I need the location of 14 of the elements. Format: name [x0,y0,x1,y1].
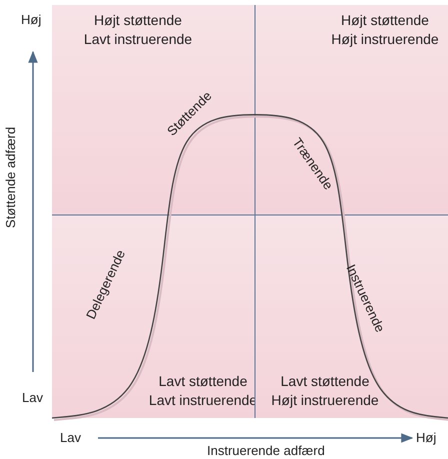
quadrant-panel [52,5,255,215]
axis-tick-label: Lav [60,430,81,445]
axis-title: Støttende adfærd [3,126,18,228]
quadrant-text: Lavt støttende Lavt instruerende [148,372,258,410]
axis-title: Instruerende adfærd [207,443,325,458]
quadrant-text: Højt støttende Lavt instruerende [82,11,194,49]
axis-tick-label: Høj [416,430,436,445]
quadrant-panel [255,5,448,215]
quadrant-text: Højt støttende Højt instruerende [330,11,440,49]
axis-tick-label: Høj [21,12,42,27]
axis-tick-label: Lav [22,390,43,405]
quadrant-panel [52,215,255,418]
quadrant-text: Lavt støttende Højt instruerende [270,372,380,410]
quadrant-panel [255,215,448,418]
